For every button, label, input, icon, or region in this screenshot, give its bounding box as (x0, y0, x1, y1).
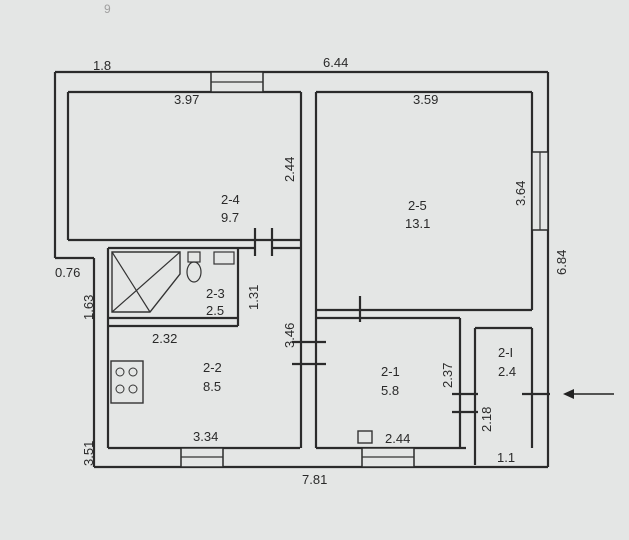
room-area-2-5: 13.1 (405, 216, 430, 231)
dim-3-64: 3.64 (513, 181, 528, 206)
dim-6-44: 6.44 (323, 55, 348, 70)
room-id-2-1: 2-1 (381, 364, 400, 379)
shower-fixture (111, 251, 181, 313)
dim-3-34: 3.34 (193, 429, 218, 444)
room-area-2-4: 9.7 (221, 210, 239, 225)
sink-fixture (213, 251, 235, 265)
dim-2-44-top: 2.44 (282, 157, 297, 182)
toilet-fixture (186, 251, 202, 283)
dim-3-59: 3.59 (413, 92, 438, 107)
room-id-2-3: 2-3 (206, 286, 225, 301)
dim-7-81: 7.81 (302, 472, 327, 487)
room-area-2-2: 8.5 (203, 379, 221, 394)
dim-3-46: 3.46 (282, 323, 297, 348)
dim-2-44-bottom: 2.44 (385, 431, 410, 446)
interior-walls (68, 92, 532, 465)
dim-1-1: 1.1 (497, 450, 515, 465)
stove-fixture (110, 360, 144, 404)
room-id-2-4: 2-4 (221, 192, 240, 207)
dimension-labels: 1.8 6.44 3.97 3.59 2.44 3.64 6.84 0.76 1… (55, 55, 569, 487)
room-id-2-5: 2-5 (408, 198, 427, 213)
dim-1-31: 1.31 (246, 285, 261, 310)
dim-2-18: 2.18 (479, 407, 494, 432)
page-number: 9 (104, 2, 111, 16)
door-marks (253, 228, 550, 414)
windows (180, 71, 549, 468)
dim-1-63: 1.63 (81, 295, 96, 320)
dim-1-8: 1.8 (93, 58, 111, 73)
dim-3-97: 3.97 (174, 92, 199, 107)
room-area-2-1: 5.8 (381, 383, 399, 398)
room-id-2-i: 2-I (498, 345, 513, 360)
room-labels: 2-4 9.7 2-5 13.1 2-3 2.5 2-2 8.5 2-1 5.8… (203, 192, 516, 398)
dim-2-32: 2.32 (152, 331, 177, 346)
dim-2-37: 2.37 (440, 363, 455, 388)
room-id-2-2: 2-2 (203, 360, 222, 375)
dim-3-51: 3.51 (81, 441, 96, 466)
room-area-2-3: 2.5 (206, 303, 224, 318)
dim-6-84: 6.84 (554, 250, 569, 275)
heater-fixture (357, 430, 373, 444)
entrance-arrow-icon (563, 389, 614, 399)
room-area-2-i: 2.4 (498, 364, 516, 379)
dim-0-76: 0.76 (55, 265, 80, 280)
